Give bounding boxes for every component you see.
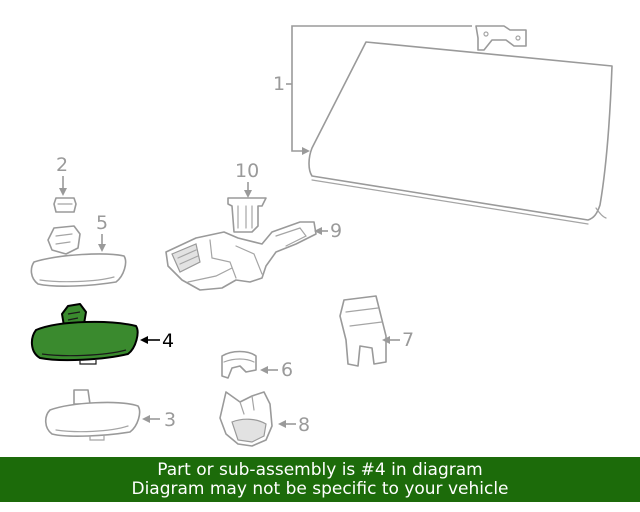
callout-10-leader: [244, 182, 252, 198]
sensor-bracket-part[interactable]: [227, 197, 267, 233]
callout-7-leader: [382, 336, 400, 344]
callout-4-leader: [140, 336, 160, 344]
windshield-bracket-part[interactable]: [475, 25, 527, 51]
windshield-part[interactable]: [308, 41, 613, 225]
callout-6-label: 6: [281, 359, 293, 381]
callout-8-leader: [278, 420, 296, 428]
callout-5-label: 5: [96, 212, 108, 234]
callout-10-label: 10: [235, 160, 259, 182]
mount-cover-part[interactable]: [221, 350, 257, 379]
callout-6-leader: [260, 366, 278, 374]
base-cover-part[interactable]: [219, 391, 273, 447]
pillar-cover-part[interactable]: [339, 295, 387, 367]
callout-3-label: 3: [164, 409, 176, 431]
callout-1-label: 1: [273, 73, 285, 95]
callout-2-leader: [59, 176, 67, 196]
mount-clip-part[interactable]: [53, 197, 77, 213]
callout-9-label: 9: [330, 220, 342, 242]
parts-diagram: 1 2 5 10 9: [30, 25, 613, 447]
callout-8-label: 8: [298, 414, 310, 436]
banner-line-disclaimer: Diagram may not be specific to your vehi…: [131, 478, 509, 499]
info-banner: Part or sub-assembly is #4 in diagram Di…: [0, 457, 640, 502]
callout-2-label: 2: [56, 154, 68, 176]
banner-line-part-number: Part or sub-assembly is #4 in diagram: [157, 459, 483, 480]
callout-3-leader: [142, 415, 160, 423]
rearview-mirror-part-highlighted[interactable]: [30, 303, 139, 365]
basic-mirror-part[interactable]: [44, 389, 141, 441]
callout-1-leader: [286, 25, 472, 155]
callout-4-label: 4: [162, 330, 174, 352]
callout-5-leader: [98, 234, 106, 252]
mirror-with-mount-part[interactable]: [30, 225, 127, 287]
sensor-housing-part[interactable]: [165, 221, 317, 291]
callout-7-label: 7: [402, 329, 414, 351]
callout-9-leader: [314, 227, 328, 235]
